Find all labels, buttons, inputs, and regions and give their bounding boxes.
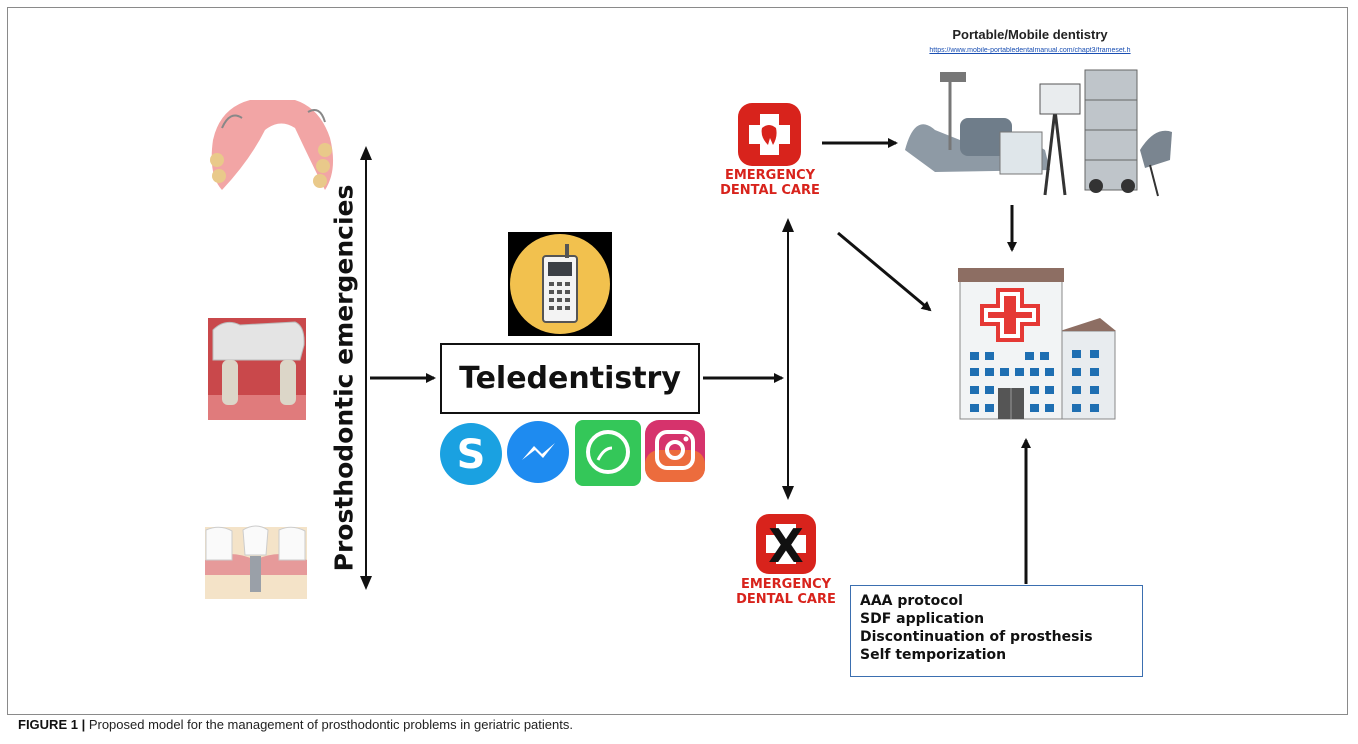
protocol-item-discontinuation: Discontinuation of prosthesis [860,629,1093,645]
dental-bridge-icon [208,318,306,420]
portable-dental-unit-icon [905,69,1172,197]
caption-label: FIGURE 1 | [18,717,86,732]
no-emergency-label-line1: EMERGENCY [740,577,832,592]
caption-text: Proposed model for the management of pro… [85,717,573,732]
svg-text:X: X [768,519,803,573]
no-emergency-dental-care-icon: X [756,514,816,574]
emergency-dental-care-icon [738,103,801,166]
arrow-to-hospital-diagonal [837,231,932,312]
skype-icon: S [440,423,502,485]
figure-caption: FIGURE 1 | Proposed model for the manage… [18,717,573,732]
protocol-item-self-temporization: Self temporization [860,647,1007,663]
instagram-icon [645,420,705,482]
figure-frame [7,7,1348,715]
hospital-icon [958,268,1116,420]
emergency-dental-care-label: EMERGENCY DENTAL CARE [706,168,834,198]
no-emergency-label-line2: DENTAL CARE [736,592,836,607]
emergency-label-line2: DENTAL CARE [720,183,820,198]
dental-implant-icon [205,525,307,599]
no-emergency-dental-care-label: EMERGENCY DENTAL CARE [722,577,850,607]
teledentistry-label: Teledentistry [459,361,681,396]
portable-dentistry-title: Portable/Mobile dentistry [952,27,1108,42]
emergency-label-line1: EMERGENCY [724,168,816,183]
protocol-item-aaa: AAA protocol [860,593,963,609]
teledentistry-box: Teledentistry [440,343,700,414]
protocol-box: AAA protocol SDF application Discontinua… [850,585,1143,677]
mobile-phone-icon [508,232,612,336]
svg-text:S: S [457,432,486,478]
protocol-item-sdf: SDF application [860,611,985,627]
partial-denture-icon [210,100,334,190]
portable-dentistry-url[interactable]: https://www.mobile-portabledentalmanual.… [929,47,1131,54]
prosthodontic-emergencies-label: Prosthodontic emergencies [329,184,359,572]
whatsapp-icon [575,420,641,486]
messenger-icon [507,421,569,483]
